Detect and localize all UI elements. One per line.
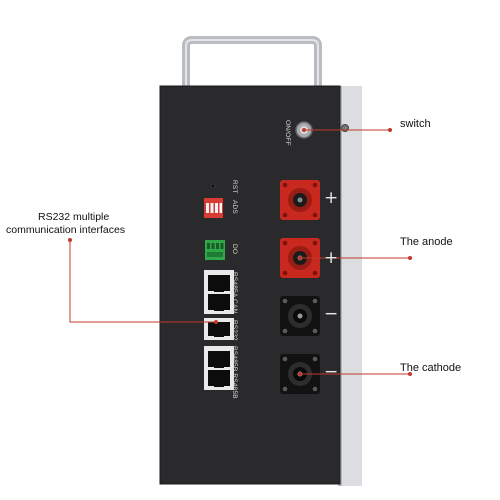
rs232-callout-line xyxy=(69,240,216,323)
battery-front-panel xyxy=(160,86,340,484)
negative-sign-1: − xyxy=(324,304,339,324)
status-led xyxy=(210,183,216,189)
cathode-callout: The cathode xyxy=(400,362,462,374)
switch-callout: switch xyxy=(400,118,431,130)
on-off-label: ON/OFF xyxy=(284,120,291,146)
anode-callout: The anode xyxy=(400,236,453,248)
positive-sign-2: + xyxy=(324,248,339,268)
rs232-callout-line1: RS232 multiple xyxy=(38,211,110,223)
ads-label: ADS xyxy=(231,200,238,214)
negative-terminal-1 xyxy=(280,296,320,336)
negative-sign-2: − xyxy=(324,362,339,382)
rst-label: RST xyxy=(231,180,238,194)
positive-sign-1: + xyxy=(324,188,339,208)
do-label: DO xyxy=(231,244,238,255)
positive-terminal-1 xyxy=(280,180,320,220)
rs232-label: RS232 xyxy=(231,320,238,341)
rs485b-label: RS485B RS485B xyxy=(231,346,238,399)
rs232-callout-line2: communication interfaces xyxy=(6,224,126,236)
rs485a-can-label: RS485A CAN xyxy=(231,272,238,314)
